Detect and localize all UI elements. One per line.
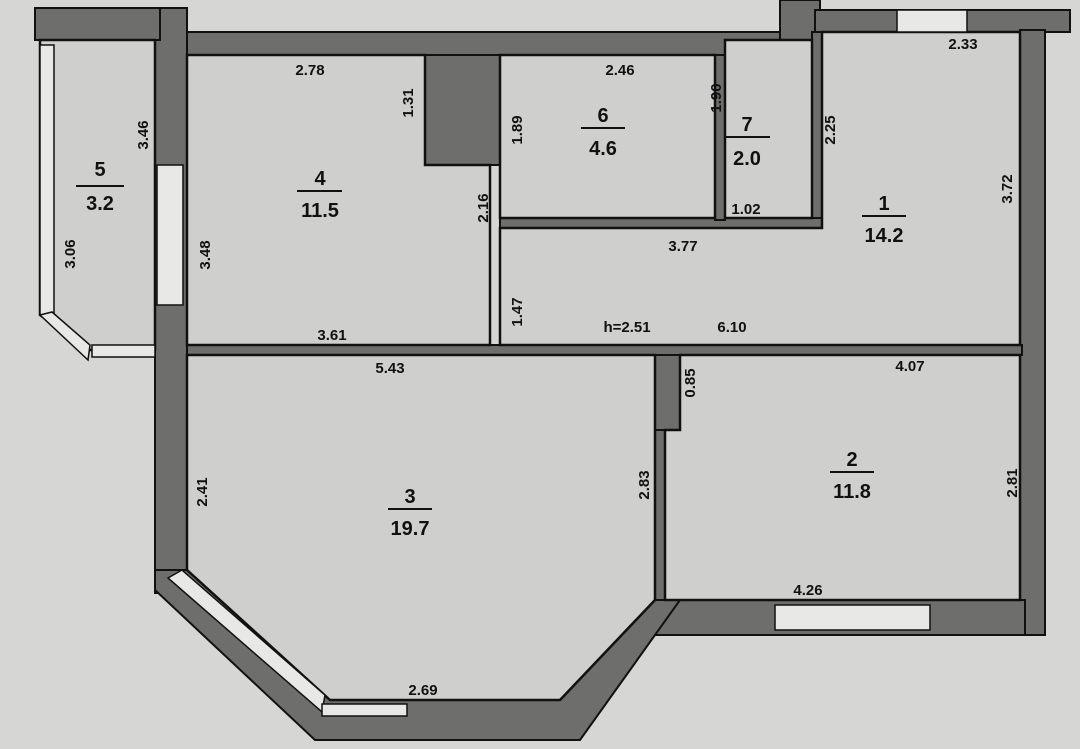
room-2-area: 11.8 [833,481,871,503]
ceiling-height-label: h=2.51 [603,319,650,336]
dimension-label: 3.77 [668,238,697,255]
dimension-label: 2.69 [408,682,437,699]
dimension-label: 2.16 [475,193,492,222]
room-1-number: 1 [878,193,889,215]
dimension-label: 3.48 [197,240,214,269]
room-2 [663,353,1022,602]
dimension-label: 1.31 [400,88,417,117]
rooms [38,30,1022,702]
dimension-label: 3.06 [62,239,79,268]
room-4 [185,53,492,347]
room-1 [498,30,1022,347]
dimension-label: 4.26 [793,582,822,599]
dimension-label: 0.85 [682,368,699,397]
dimension-label: 1.02 [731,201,760,218]
dimension-label: 5.43 [375,360,404,377]
dimension-label: 3.61 [317,327,346,344]
dimension-label: 1.47 [509,297,526,326]
dimension-label: 2.33 [948,36,977,53]
dimension-label: 2.81 [1004,468,1021,497]
dimension-labels: 2.78 1.31 3.46 2.16 3.48 3.06 1.89 2.46 … [62,36,1021,699]
dimension-label: 3.72 [999,174,1016,203]
room-labels: 1 14.2 2 11.8 3 19.7 4 11.5 5 3.2 6 4.6 … [76,105,906,540]
dimension-label: 1.90 [708,83,725,112]
room-7-number: 7 [741,114,752,136]
room-7 [723,38,814,220]
dimension-label: 3.46 [135,120,152,149]
dimension-label: 4.07 [895,358,924,375]
room-1-area: 14.2 [865,225,904,247]
room-3-area: 19.7 [391,518,430,540]
room-5-number: 5 [94,159,105,181]
room-6-number: 6 [597,105,608,127]
dimension-label: 6.10 [717,319,746,336]
room-4-area: 11.5 [301,200,339,222]
room-2-number: 2 [846,449,857,471]
room-5-area: 3.2 [86,193,114,215]
room-3 [185,353,657,702]
dimension-label: 2.83 [636,470,653,499]
dimension-label: 2.25 [822,115,839,144]
room-6 [498,53,717,220]
dimension-label: 2.46 [605,62,634,79]
room-6-area: 4.6 [589,138,617,160]
windows [38,9,968,717]
dimension-label: 2.78 [295,62,324,79]
dimension-label: 1.89 [509,115,526,144]
room-4-number: 4 [314,168,326,190]
room-7-area: 2.0 [733,148,761,170]
room-3-number: 3 [404,486,415,508]
dimension-label: 2.41 [194,477,211,506]
